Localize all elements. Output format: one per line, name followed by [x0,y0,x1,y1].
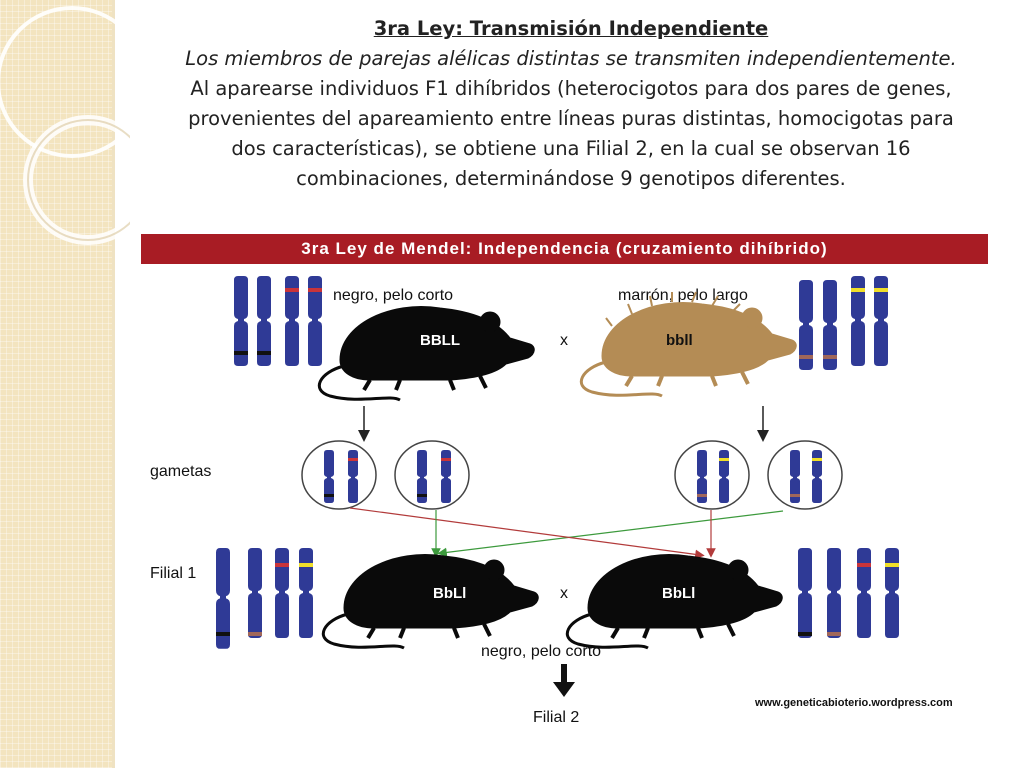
slide-title: 3ra Ley: Transmisión Independiente [373,17,769,40]
allele-band-black [257,351,271,355]
allele-band-brown [823,355,837,359]
decorative-rings [0,6,130,245]
side-divider [112,0,115,768]
decorative-ring [0,6,130,158]
allele-band-black [417,494,427,497]
allele-band-black [798,632,812,636]
allele-band-red [308,288,322,292]
cross-symbol: x [560,332,568,349]
chromosome [248,548,262,638]
parent-right-mouse [579,291,799,398]
parent-left-label: negro, pelo corto [333,287,453,304]
gamete-left-2 [394,440,470,510]
long-fur [605,291,741,327]
body-line: combinaciones, determinándose 9 genotipo… [296,167,846,190]
decorative-ring [27,119,130,241]
parent-right-chromosomes [799,276,888,370]
f1-phenotype-label: negro, pelo corto [481,643,601,660]
body-line: provenientes del apareamiento entre líne… [188,107,954,130]
allele-band-black [234,351,248,355]
allele-band-red [857,563,871,567]
allele-band-yellow [719,458,729,461]
slide-subtitle: Los miembros de parejas alélicas distint… [185,47,957,70]
arrow-gamete-right-to-f1-left [437,510,784,558]
chromosome [441,450,451,503]
parent-left-mouse [317,304,537,402]
gametes-label: gametas [150,463,211,480]
gamete-right-2 [767,440,843,510]
arrow-gamete-left-to-f1-right [349,507,705,560]
chromosome [719,450,729,503]
body-line: Al aparearse individuos F1 dihíbridos (h… [190,77,952,100]
allele-band-brown [799,355,813,359]
gamete-left-1 [301,440,377,510]
allele-band-brown [697,494,707,497]
allele-band-red [441,458,451,461]
allele-band-yellow [299,563,313,567]
slide-header: 3ra Ley: Transmisión Independiente Los m… [118,14,1024,194]
gamete-right-1 [674,440,750,510]
diagram-banner: 3ra Ley de Mendel: Independencia (cruzam… [141,234,988,264]
f1-left-mouse [321,552,541,650]
allele-band-red [348,458,358,461]
chromosome [275,548,289,638]
allele-band-yellow [874,288,888,292]
chromosome [827,548,841,638]
body-line: dos características), se obtiene una Fil… [231,137,911,160]
f1-right-chromosomes [798,548,899,638]
chromosome [348,450,358,503]
f1-cross-symbol: x [560,585,568,602]
f1-left-chromosomes [216,548,313,649]
chromosome [885,548,899,638]
allele-band-brown [827,632,841,636]
parent-right-genotype: bbll [666,332,693,349]
parent-left-genotype: BBLL [420,332,460,349]
source-website: www.geneticabioterio.wordpress.com [755,697,953,709]
chromosome [798,548,812,638]
chromosome [857,548,871,638]
chromosome [299,548,313,638]
allele-band-yellow [885,563,899,567]
allele-band-black [216,632,230,636]
chromosome [812,450,822,503]
allele-band-yellow [812,458,822,461]
f2-label: Filial 2 [533,709,579,726]
f1-left-genotype: BbLl [433,585,466,602]
allele-band-red [275,563,289,567]
f1-right-genotype: BbLl [662,585,695,602]
arrow-to-f2 [553,664,575,697]
allele-band-red [285,288,299,292]
allele-band-black [324,494,334,497]
allele-band-yellow [851,288,865,292]
parent-left-chromosomes [234,276,322,366]
parent-right-label: marrón, pelo largo [618,287,748,304]
allele-band-brown [248,632,262,636]
f1-label: Filial 1 [150,565,196,582]
allele-band-brown [790,494,800,497]
